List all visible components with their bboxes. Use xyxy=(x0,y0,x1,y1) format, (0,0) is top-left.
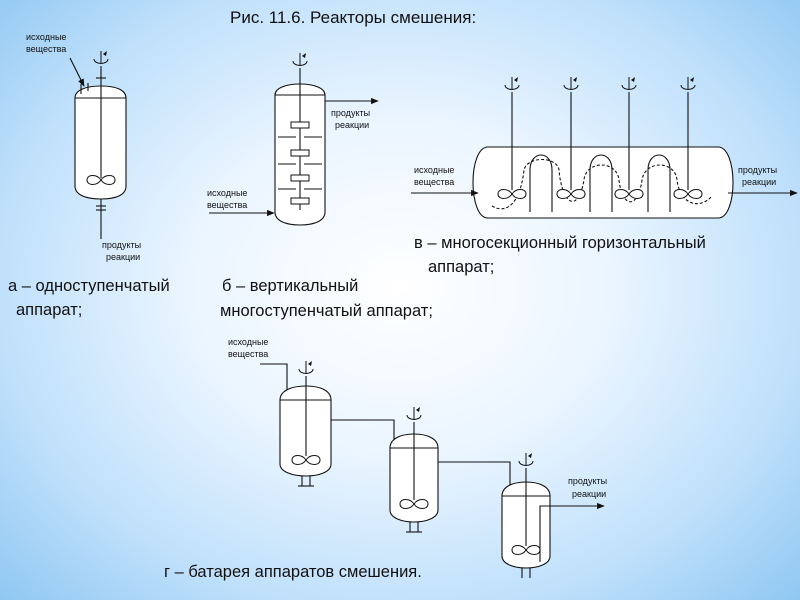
motor-icon-a xyxy=(93,50,109,65)
reactor-b: продукты реакции исходные вещества б – в… xyxy=(207,52,433,320)
feed-label-v-line2: вещества xyxy=(414,177,454,187)
stage-paddle-4 xyxy=(290,197,310,205)
motor-icon-v2 xyxy=(563,76,579,91)
feed-label-b-line2: вещества xyxy=(207,200,247,210)
baffle-2 xyxy=(589,154,613,212)
product-label-v-line2: реакции xyxy=(742,177,776,187)
product-label-a-line1: продукты xyxy=(102,240,141,250)
reactor-g: исходные вещества про xyxy=(164,337,607,581)
motor-icon-v1 xyxy=(504,76,520,91)
stage-paddle-1 xyxy=(290,121,310,129)
feed-label-g-line2: вещества xyxy=(228,349,268,359)
reactor-v: исходные вещества продукты реакции в – м… xyxy=(411,76,798,276)
stage-paddle-3 xyxy=(290,174,310,182)
feed-label-b-line1: исходные xyxy=(207,188,247,198)
caption-a-line1: а – одноступенчатый xyxy=(8,277,170,295)
motor-icon-v4 xyxy=(680,76,696,91)
caption-a-line2: аппарат; xyxy=(16,301,82,319)
caption-g-line1: г – батарея аппаратов смешения. xyxy=(164,563,422,581)
feed-label-a-line2: вещества xyxy=(26,44,66,54)
product-label-g-line2: реакции xyxy=(572,489,606,499)
motor-icon-b xyxy=(292,52,308,67)
reactor-a: исходные вещества продукты реакции а – о… xyxy=(8,32,170,319)
motor-icon-g2 xyxy=(406,406,422,421)
product-label-b-line1: продукты xyxy=(331,108,370,118)
caption-v-line2: аппарат; xyxy=(428,258,494,276)
feed-label-g-line1: исходные xyxy=(228,337,268,347)
feed-label-a-line1: исходные xyxy=(26,32,66,42)
motor-icon-g1 xyxy=(298,360,314,375)
baffle-1 xyxy=(529,154,553,212)
caption-b-line1: б – вертикальный xyxy=(222,277,358,295)
feed-label-v-line1: исходные xyxy=(414,165,454,175)
feed-arrow-a xyxy=(69,57,85,87)
stage-paddle-2 xyxy=(290,149,310,157)
flow-path-v xyxy=(491,158,713,210)
product-label-v-line1: продукты xyxy=(738,165,777,175)
baffle-3 xyxy=(647,154,671,212)
motor-icon-g3 xyxy=(518,452,534,467)
vessel-v xyxy=(472,146,734,219)
product-label-a-line2: реакции xyxy=(106,252,140,262)
product-label-g-line1: продукты xyxy=(568,476,607,486)
figure-title: Рис. 11.6. Реакторы смешения: xyxy=(230,8,476,27)
product-label-b-line2: реакции xyxy=(335,120,369,130)
caption-b-line2: многоступенчатый аппарат; xyxy=(220,302,433,320)
connector-g2-g3 xyxy=(438,461,514,547)
product-arrow-g xyxy=(539,502,605,562)
connector-g1-g2 xyxy=(331,419,398,503)
caption-v-line1: в – многосекционный горизонтальный xyxy=(414,234,706,252)
motor-icon-v3 xyxy=(621,76,637,91)
